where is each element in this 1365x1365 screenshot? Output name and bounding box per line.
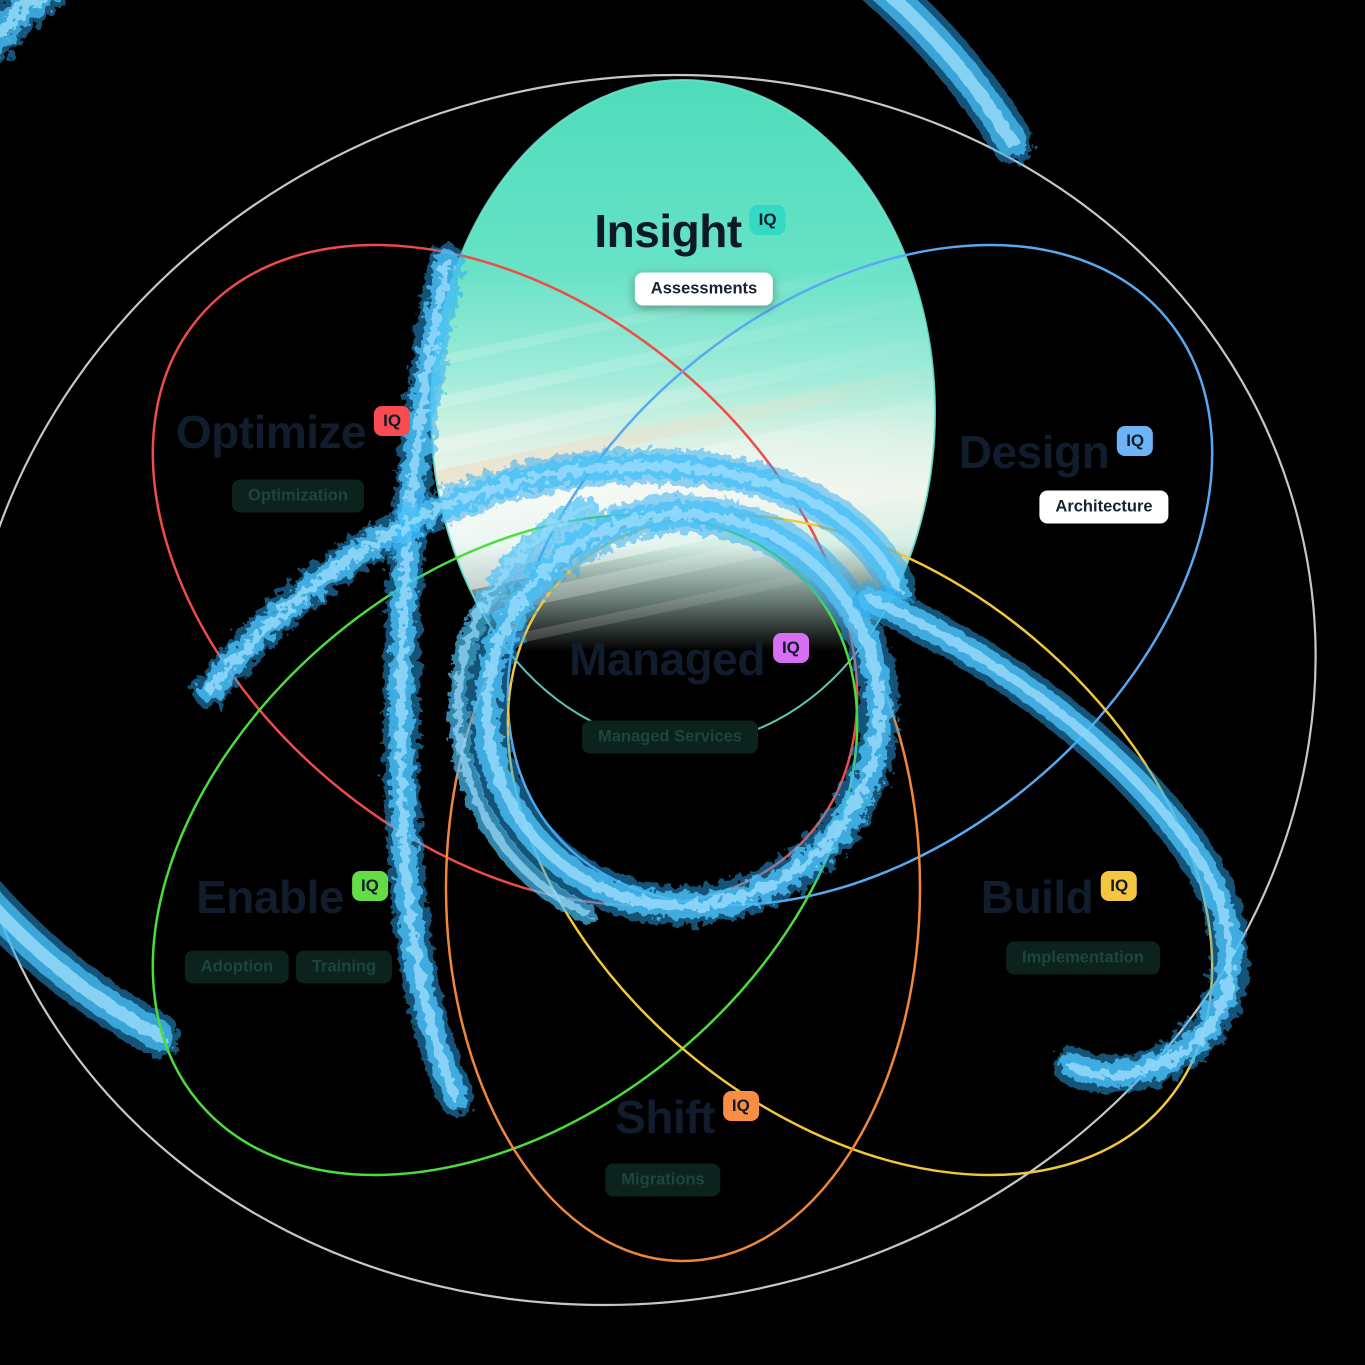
tag-architecture: Architecture [1039,490,1169,524]
petal-title-optimize: Optimize IQ [175,405,411,459]
enable-label: Enable [196,871,344,923]
outer-brush-arc [0,0,1034,1057]
optimize-label: Optimize [175,406,367,458]
managed-label: Managed [569,633,765,685]
petal-title-build: Build IQ [980,870,1138,924]
shift-label: Shift [615,1091,715,1143]
petal-title-design: Design IQ [958,425,1154,479]
tag-assessments: Assessments [634,272,774,306]
insight-label: Insight [594,205,742,257]
tag-managed-services: Managed Services [582,720,758,754]
design-iq-badge: IQ [1117,426,1154,456]
insight-iq-badge: IQ [749,205,786,235]
build-iq-badge: IQ [1101,871,1138,901]
shift-iq-badge: IQ [722,1091,759,1121]
center-ring-brush [448,494,899,926]
brush-strokes [192,244,1249,1116]
tag-training: Training [295,950,393,984]
build-label: Build [980,871,1094,923]
swirl-entry-brush [192,447,916,708]
tag-adoption: Adoption [184,950,290,984]
swirl-exit-brush [853,581,1249,1094]
tag-implementation: Implementation [1006,941,1160,975]
petal-title-shift: Shift IQ [615,1090,759,1144]
optimize-iq-badge: IQ [374,406,411,436]
petal-title-enable: Enable IQ [196,870,388,924]
enable-iq-badge: IQ [351,871,388,901]
tag-optimization: Optimization [232,479,364,513]
tag-migrations: Migrations [605,1163,721,1197]
left-vertical-brush [382,244,474,1116]
design-label: Design [958,426,1110,478]
managed-iq-badge: IQ [772,633,809,663]
petal-title-insight: Insight IQ [594,204,786,258]
petal-title-managed: Managed IQ [569,632,809,686]
